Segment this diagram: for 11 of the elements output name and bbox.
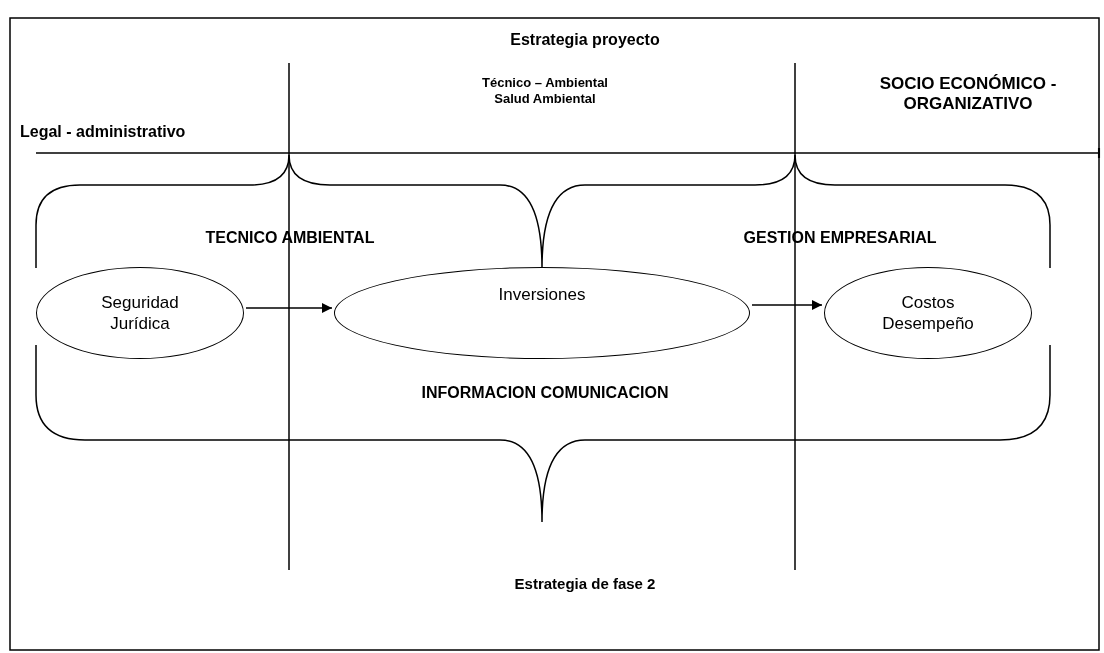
node-text: Inversiones <box>497 284 587 306</box>
node-text: Costos Desempeño <box>881 291 975 335</box>
section-label: Legal - administrativo <box>20 122 187 142</box>
section-label: Técnico – Ambiental Salud Ambiental <box>481 75 609 107</box>
arrow <box>751 299 823 311</box>
section-label: SOCIO ECONÓMICO - ORGANIZATIVO <box>878 74 1058 115</box>
arrow <box>245 302 333 314</box>
node-text: Seguridad Jurídica <box>100 291 180 335</box>
caption-text: Estrategia de fase 2 <box>513 575 657 593</box>
section-label: INFORMACION COMUNICACION <box>420 383 670 403</box>
title-text: Estrategia proyecto <box>509 30 661 50</box>
